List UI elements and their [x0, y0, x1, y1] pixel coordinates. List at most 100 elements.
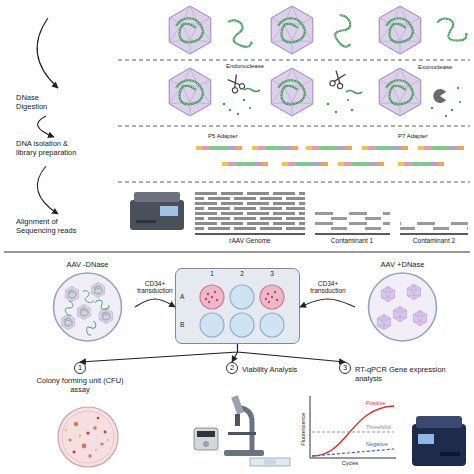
dish-heading: AAV +DNase: [355, 260, 450, 269]
cfu-petri-dish: [100, 442, 103, 445]
dish-contents-minus: [65, 286, 78, 301]
cfu-petri-dish: [74, 422, 78, 426]
transduced-cell: [211, 296, 213, 298]
dna-debris: [457, 87, 459, 89]
aligned-reads: [195, 233, 305, 235]
dish-contents-minus: [91, 282, 104, 297]
capsid-row-digested: [271, 68, 313, 116]
section-dividers: [118, 182, 470, 183]
plate-wells: [176, 269, 298, 342]
microscope-icon: [235, 414, 240, 426]
section-dividers: [4, 60, 470, 252]
plate-well: [260, 313, 284, 337]
plate-label: A: [180, 293, 190, 301]
dish-contents-minus: [83, 291, 94, 303]
cfu-petri-dish: [104, 431, 107, 434]
dna-debris: [351, 109, 354, 112]
cell-counter-icon: [203, 441, 209, 447]
transduced-cell: [268, 301, 270, 303]
dna-debris: [223, 87, 461, 117]
library-fragments: [252, 146, 298, 150]
capsid-row-intact: [271, 6, 313, 54]
dish-contents-minus: [54, 273, 122, 341]
annotation-label: DNase Digestion: [16, 94, 58, 111]
cell-counter-icon: [194, 428, 218, 450]
dish-contents-plus: [369, 273, 437, 341]
qpcr-machine-icon: [416, 416, 462, 428]
aligned-reads: [315, 233, 390, 235]
dish-heading: AAV -DNase: [40, 260, 135, 269]
cell-counter-icon: [197, 431, 215, 437]
library-fragments: [338, 162, 384, 166]
dna-debris: [451, 109, 454, 112]
edge-label: CD34+ transduction: [302, 280, 354, 295]
sequencer-icon: [130, 192, 184, 230]
plate-label: 1: [200, 270, 224, 278]
annotation-label: Cycles: [330, 460, 370, 466]
section-dividers: [118, 126, 470, 127]
sequencer-icon: [160, 206, 178, 216]
qpcr-machine-icon: [418, 434, 434, 444]
flow-arrow: [232, 344, 238, 362]
aligned-reads: [195, 192, 468, 234]
annotation-label: P7 Adapter: [398, 133, 440, 140]
dish-outline: [355, 272, 450, 344]
annotation-label: Endonuclease: [226, 63, 276, 70]
cfu-petri-dish: [69, 439, 72, 442]
slide-icon: [264, 460, 276, 465]
dish-contents-plus: [407, 284, 420, 299]
dish-contents-minus: [54, 273, 122, 341]
cfu-petri-dish: [86, 431, 89, 434]
dish-contents-plus: [413, 310, 426, 325]
capsid-row-digested: [346, 91, 362, 94]
transduced-cell: [205, 298, 207, 300]
cfu-petri-dish: [82, 444, 87, 449]
plate-well: [200, 285, 224, 309]
edge-label: CD34+ transduction: [136, 280, 174, 295]
plate-label: B: [180, 321, 190, 329]
section-dividers: [118, 60, 470, 61]
dna-debris: [327, 103, 330, 106]
step-arrows: [38, 116, 54, 137]
flow-arrow: [238, 344, 346, 362]
plate-well: [260, 285, 284, 309]
cfu-petri-dish: [62, 411, 114, 463]
sequencer-icon: [136, 220, 156, 223]
transduced-cell: [265, 298, 267, 300]
dish-contents-plus: [381, 286, 394, 301]
cfu-petri-dish: [65, 429, 109, 452]
slide-icon: [250, 458, 290, 466]
dish-contents-minus: [62, 300, 78, 316]
library-fragments: [282, 162, 328, 166]
capsid-row-intact: [169, 6, 211, 54]
cfu-petri-dish: [73, 417, 107, 454]
amplification-chart: [312, 432, 394, 433]
transduced-cell: [216, 299, 218, 301]
step-arrows: [37, 166, 58, 214]
capsid-row-digested: [169, 68, 461, 117]
capsid-row-digested: [244, 89, 260, 92]
transduced-cell: [274, 291, 276, 293]
step-title: RT-qPCR Gene expression analysis: [355, 365, 457, 383]
step-number: 3: [339, 362, 351, 374]
capsid-row-digested: [329, 70, 347, 89]
cfu-petri-dish: [69, 422, 104, 458]
dish-contents-plus: [369, 273, 437, 341]
annotation-label: Negative: [366, 441, 400, 447]
plate-label: 2: [230, 270, 254, 278]
library-fragments: [196, 146, 242, 150]
capsid-row-digested: [379, 68, 421, 116]
dna-debris: [459, 101, 461, 103]
dish-contents-plus: [377, 314, 390, 329]
transduced-cell: [267, 293, 269, 295]
aligned-reads: [400, 233, 468, 235]
plate-well: [230, 313, 254, 337]
dish-contents-minus: [61, 314, 74, 329]
dna-debris: [243, 99, 246, 102]
slide-icon: [250, 458, 290, 466]
assay-step: 2Viability Analysis: [226, 362, 306, 374]
dna-debris: [237, 113, 239, 115]
dna-debris: [229, 109, 231, 111]
